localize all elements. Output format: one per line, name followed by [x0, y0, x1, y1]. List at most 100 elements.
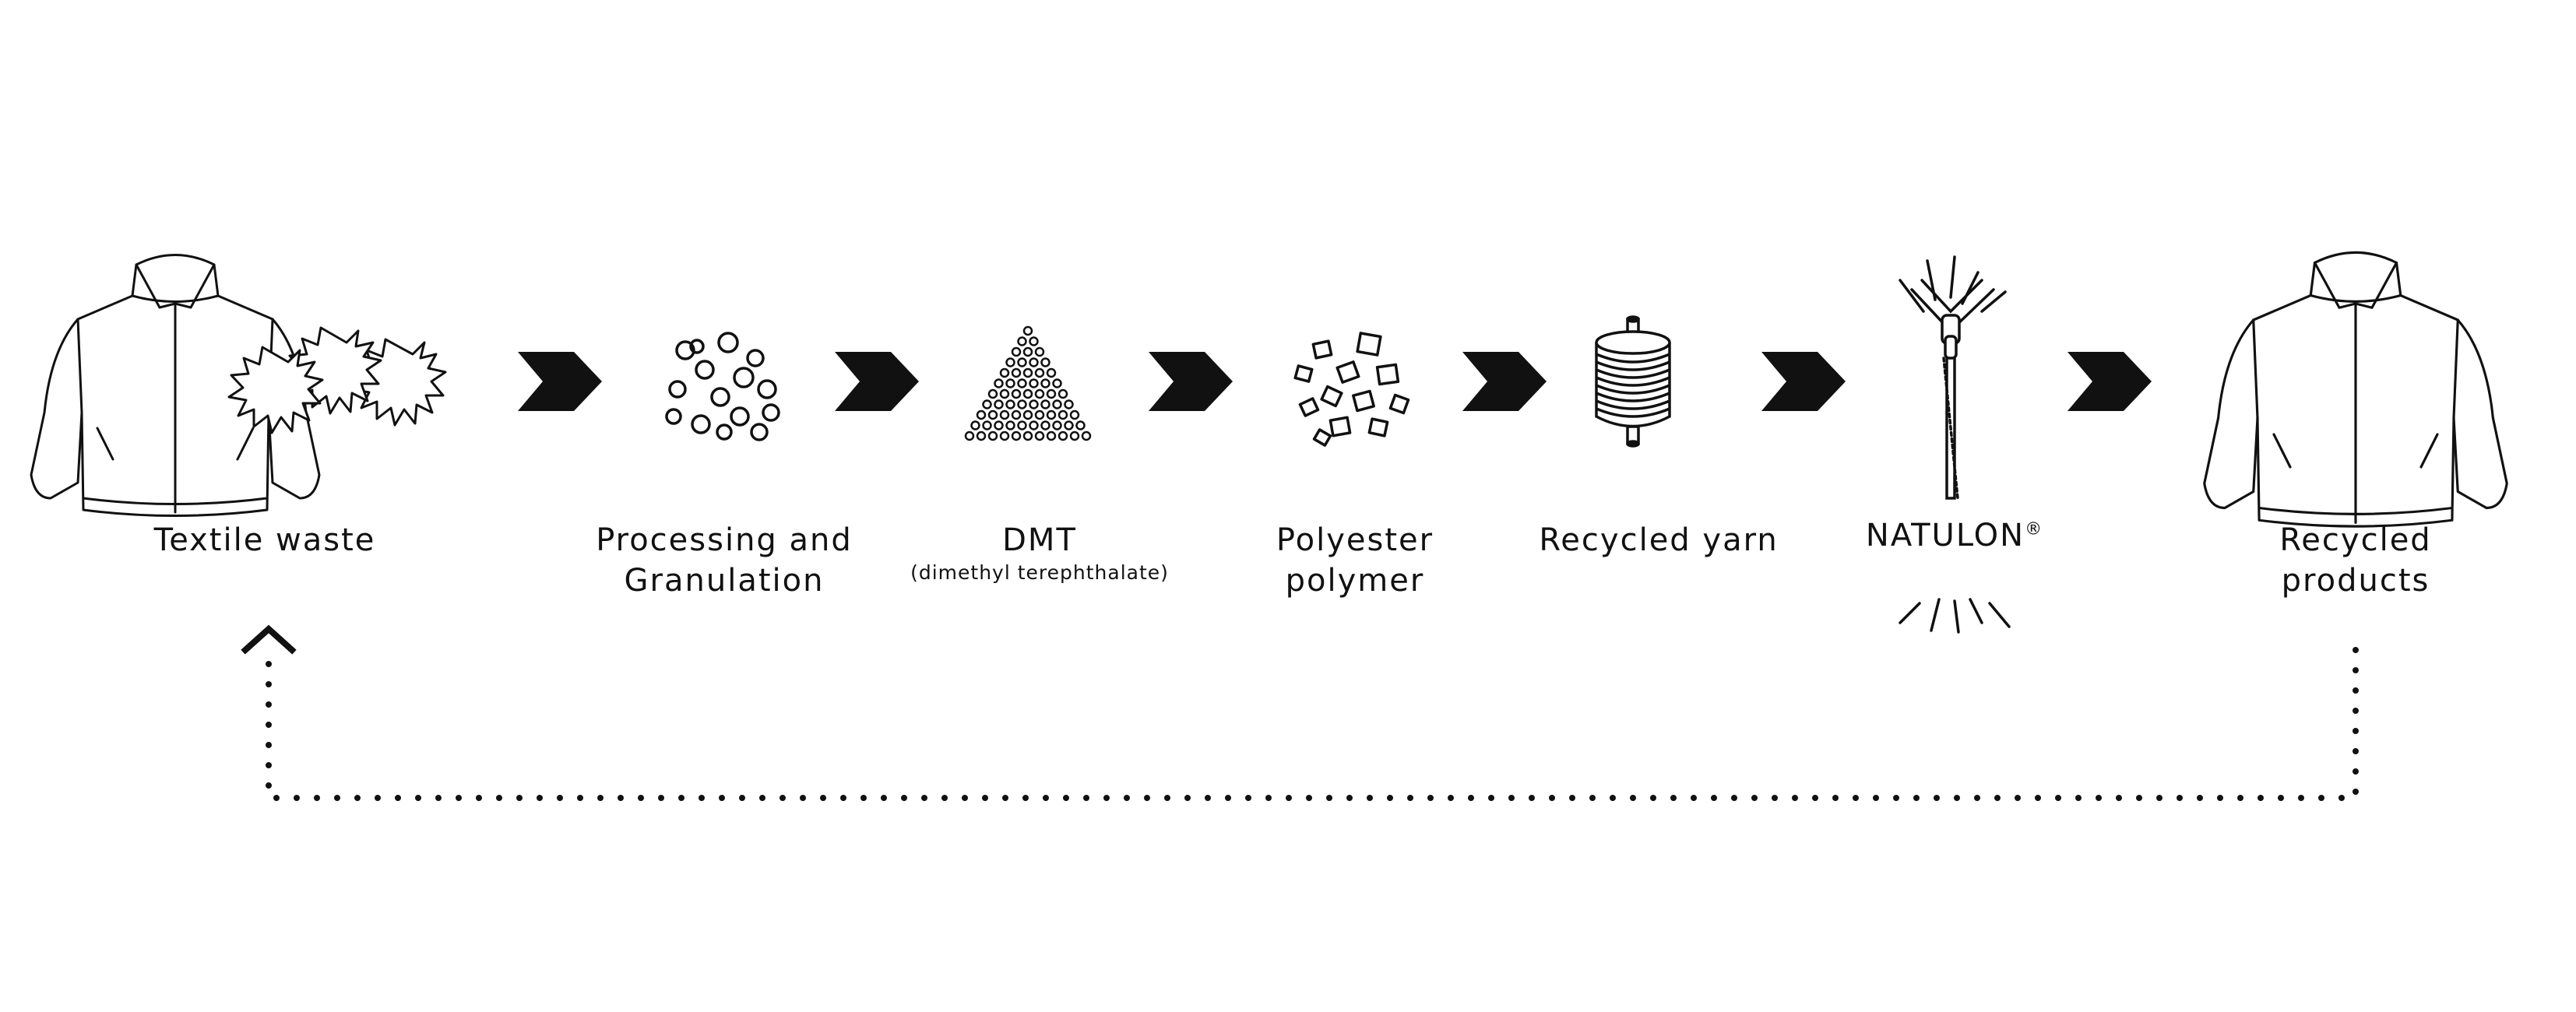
dmt-particle — [1017, 357, 1027, 367]
polymer-chips-icon — [1293, 332, 1410, 447]
dmt-particle — [994, 378, 1004, 388]
dmt-particle — [1022, 430, 1033, 441]
label-recycled-yarn: Recycled yarn — [1526, 520, 1791, 560]
loop-back-arrow — [241, 624, 2359, 801]
dmt-particle — [999, 388, 1010, 399]
flow-arrow-1 — [518, 352, 602, 411]
step-sublabel: (dimethyl terephthalate) — [910, 561, 1169, 584]
dmt-particle — [1029, 336, 1039, 346]
dmt-particle — [1034, 346, 1045, 357]
dmt-particle — [1017, 378, 1027, 388]
dmt-particle — [1022, 367, 1033, 378]
dmt-particle — [1011, 409, 1022, 420]
dmt-particle — [1034, 430, 1045, 441]
dmt-particle — [1057, 409, 1068, 420]
dmt-particle — [1069, 430, 1080, 441]
dmt-particle — [1064, 399, 1074, 409]
dmt-particle — [1040, 378, 1050, 388]
granules-icon — [665, 332, 780, 441]
dmt-particle — [1022, 388, 1033, 399]
dmt-particle — [999, 367, 1010, 378]
dmt-particle — [1075, 420, 1086, 430]
flow-arrow-6 — [2067, 352, 2152, 411]
dmt-particle — [987, 388, 998, 399]
dmt-particle — [1022, 346, 1033, 357]
dmt-particle — [999, 430, 1010, 441]
jacket-icon — [2203, 251, 2508, 528]
dmt-particle — [1046, 367, 1057, 378]
dmt-particle — [1011, 430, 1022, 441]
dmt-particle — [1046, 409, 1057, 420]
step-label-line2: Granulation — [624, 563, 825, 599]
dmt-particle — [1046, 388, 1057, 399]
dmt-particle — [1005, 378, 1015, 388]
dmt-particle — [1017, 420, 1027, 430]
step-label-line2: products — [2281, 563, 2430, 599]
dmt-particle — [1057, 388, 1068, 399]
dmt-particle — [1011, 346, 1022, 357]
step-label-line1: Polyester — [1276, 522, 1434, 558]
dmt-particle — [1069, 409, 1080, 420]
dmt-particle — [1029, 420, 1039, 430]
label-dmt: DMT (dimethyl terephthalate) — [899, 520, 1180, 585]
flow-arrow-4 — [1462, 352, 1547, 411]
dmt-particle — [976, 409, 987, 420]
step-label: Textile waste — [153, 522, 376, 558]
dmt-particle — [1011, 367, 1022, 378]
step-label: Recycled yarn — [1539, 522, 1779, 558]
dmt-particle — [1034, 388, 1045, 399]
dmt-particle — [1064, 420, 1074, 430]
dmt-particle — [1029, 378, 1039, 388]
dmt-particle — [1017, 399, 1027, 409]
dmt-particle — [1034, 409, 1045, 420]
dmt-particle — [1022, 409, 1033, 420]
dmt-particle — [1057, 430, 1068, 441]
dmt-particle — [1005, 399, 1015, 409]
dmt-particle — [987, 430, 998, 441]
step-label-line2: polymer — [1285, 563, 1425, 599]
label-recycled-products: Recycled products — [2243, 520, 2469, 601]
dmt-particle — [970, 420, 980, 430]
dmt-particle — [982, 399, 992, 409]
dmt-particle — [994, 399, 1004, 409]
flow-arrow-5 — [1761, 352, 1846, 411]
label-processing: Processing and Granulation — [576, 520, 872, 601]
dmt-particle — [976, 430, 987, 441]
registered-mark: ® — [2025, 519, 2044, 539]
dmt-particle — [994, 420, 1004, 430]
label-textile-waste: Textile waste — [132, 520, 397, 560]
dmt-particle — [964, 430, 975, 441]
dmt-particle — [1022, 325, 1033, 336]
flow-arrow-3 — [1149, 352, 1233, 411]
dmt-particle — [1081, 430, 1092, 441]
dmt-particle — [1040, 399, 1050, 409]
yarn-spool-icon — [1595, 315, 1671, 448]
step-label-line1: Recycled — [2279, 522, 2432, 558]
fabric-scraps-icon — [227, 326, 447, 434]
step-label: DMT — [1002, 522, 1077, 558]
dmt-pyramid-icon — [964, 325, 1092, 441]
flow-arrow-2 — [835, 352, 919, 411]
dmt-particle — [1034, 367, 1045, 378]
dmt-particle — [982, 420, 992, 430]
dmt-particle — [1052, 420, 1062, 430]
dmt-particle — [1029, 399, 1039, 409]
dmt-particle — [1052, 399, 1062, 409]
dmt-particle — [1040, 420, 1050, 430]
step-label-line1: Processing and — [596, 522, 853, 558]
dmt-particle — [1011, 388, 1022, 399]
dmt-particle — [1046, 430, 1057, 441]
label-natulon: NATULON® — [1853, 515, 2056, 556]
dmt-particle — [1029, 357, 1039, 367]
label-polyester: Polyester polymer — [1230, 520, 1480, 601]
dmt-particle — [1052, 378, 1062, 388]
dmt-particle — [1005, 357, 1015, 367]
zipper-icon — [1899, 255, 2011, 634]
step-label: NATULON — [1865, 518, 2025, 553]
dmt-particle — [987, 409, 998, 420]
dmt-particle — [999, 409, 1010, 420]
dmt-particle — [1040, 357, 1050, 367]
dmt-particle — [1005, 420, 1015, 430]
dmt-particle — [1017, 336, 1027, 346]
